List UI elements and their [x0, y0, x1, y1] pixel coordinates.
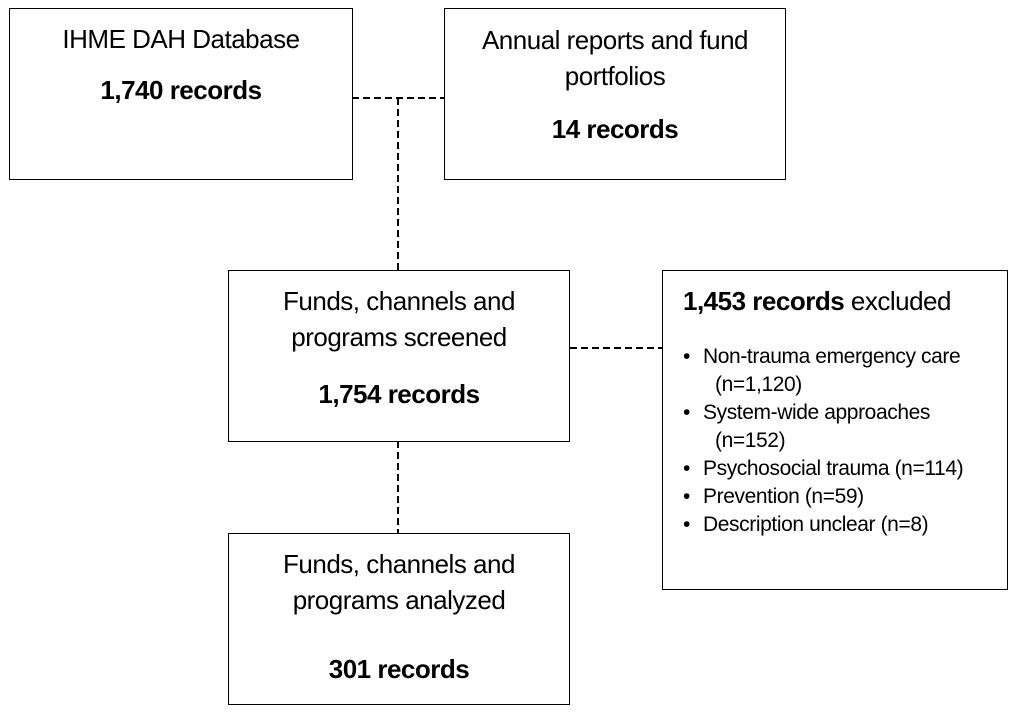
analyzed-box: Funds, channels and programs analyzed 30…: [228, 533, 570, 705]
screened-title-line1: Funds, channels and: [283, 286, 515, 316]
source-database-count: 1,740 records: [100, 75, 262, 105]
annual-reports-box: Annual reports and fund portfolios 14 re…: [444, 8, 786, 180]
excluded-suffix: excluded: [844, 286, 952, 316]
screened-box: Funds, channels and programs screened 1,…: [228, 270, 570, 442]
annual-reports-title-line2: portfolios: [564, 61, 666, 91]
excluded-heading: 1,453 records excluded: [683, 285, 1007, 317]
exclusion-reason-item: Prevention (n=59): [683, 483, 1007, 511]
annual-reports-count: 14 records: [551, 114, 679, 144]
screened-title-line2: programs screened: [291, 322, 507, 352]
screened-count: 1,754 records: [318, 379, 480, 409]
exclusion-reason-item: System-wide approaches (n=152): [683, 399, 1007, 455]
analyzed-count: 301 records: [328, 654, 470, 684]
excluded-box: 1,453 records excluded Non-trauma emerge…: [662, 270, 1008, 590]
annual-reports-title: Annual reports and fund portfolios: [445, 22, 785, 94]
source-database-title: IHME DAH Database: [62, 24, 300, 54]
analyzed-title-line1: Funds, channels and: [283, 549, 515, 579]
exclusion-reason-item: Non-trauma emergency care (n=1,120): [683, 343, 1007, 399]
screened-title: Funds, channels and programs screened: [229, 283, 569, 355]
annual-reports-title-line1: Annual reports and fund: [481, 25, 749, 55]
analyzed-title: Funds, channels and programs analyzed: [229, 546, 569, 618]
source-database-box: IHME DAH Database 1,740 records: [9, 8, 353, 180]
exclusion-reason-item: Psychosocial trauma (n=114): [683, 455, 1007, 483]
excluded-count: 1,453 records: [683, 286, 845, 316]
exclusion-reason-item: Description unclear (n=8): [683, 511, 1007, 539]
analyzed-title-line2: programs analyzed: [292, 585, 506, 615]
exclusion-reasons-list: Non-trauma emergency care (n=1,120) Syst…: [683, 343, 1007, 539]
